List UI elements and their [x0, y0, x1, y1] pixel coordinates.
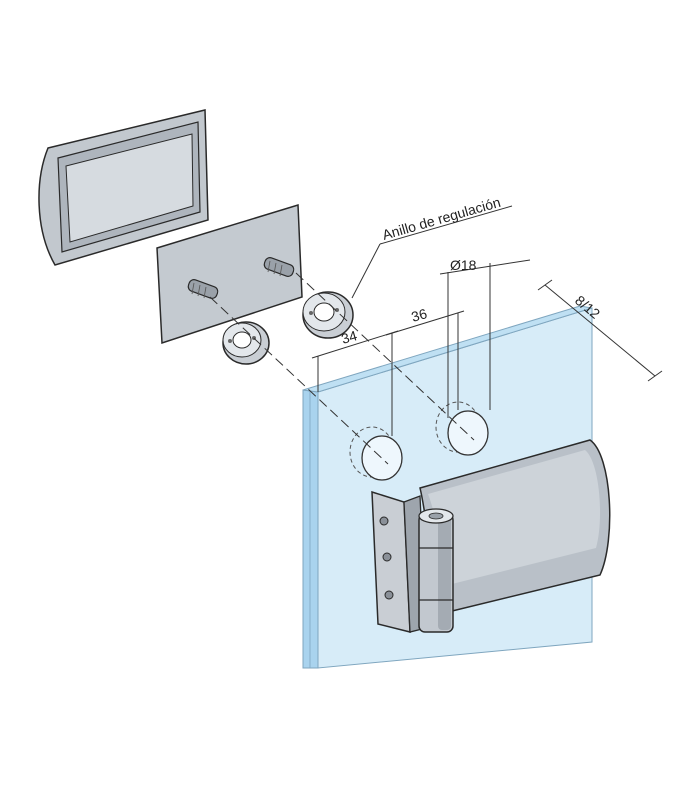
- cover-cap-recess: [65, 133, 194, 243]
- ring-callout-label: Anillo de regulación: [380, 194, 502, 243]
- axis-line-1: [209, 296, 389, 465]
- adjustment-ring-1: [222, 321, 270, 365]
- dimension-lines: [311, 205, 663, 436]
- hole-2: [447, 410, 489, 456]
- screw-hole-3: [384, 590, 394, 600]
- axis-line-2: [295, 272, 475, 441]
- hinge-leaf: [371, 490, 454, 633]
- glass-holes: [349, 401, 489, 481]
- dimension-34-label: 34: [339, 327, 359, 347]
- assembly-axes: [209, 272, 475, 465]
- hole-1: [361, 435, 403, 481]
- adjustment-ring-2: [302, 291, 354, 339]
- hinge-plate-highlight: [428, 450, 601, 584]
- cover-cap: [38, 109, 209, 266]
- diameter-label: Ø18: [450, 257, 477, 273]
- glass-edge: [302, 389, 319, 669]
- knuckle-pin: [428, 512, 444, 520]
- stud-1: [187, 279, 219, 299]
- knuckle-shade: [438, 516, 451, 630]
- dimension-36-label: 36: [409, 305, 429, 325]
- screw-hole-2: [382, 552, 392, 562]
- back-plate: [156, 204, 303, 345]
- stud-2: [263, 257, 295, 277]
- back-plate-face: [156, 204, 303, 345]
- screw-hole-1: [379, 516, 389, 526]
- hinge-body: [419, 439, 611, 613]
